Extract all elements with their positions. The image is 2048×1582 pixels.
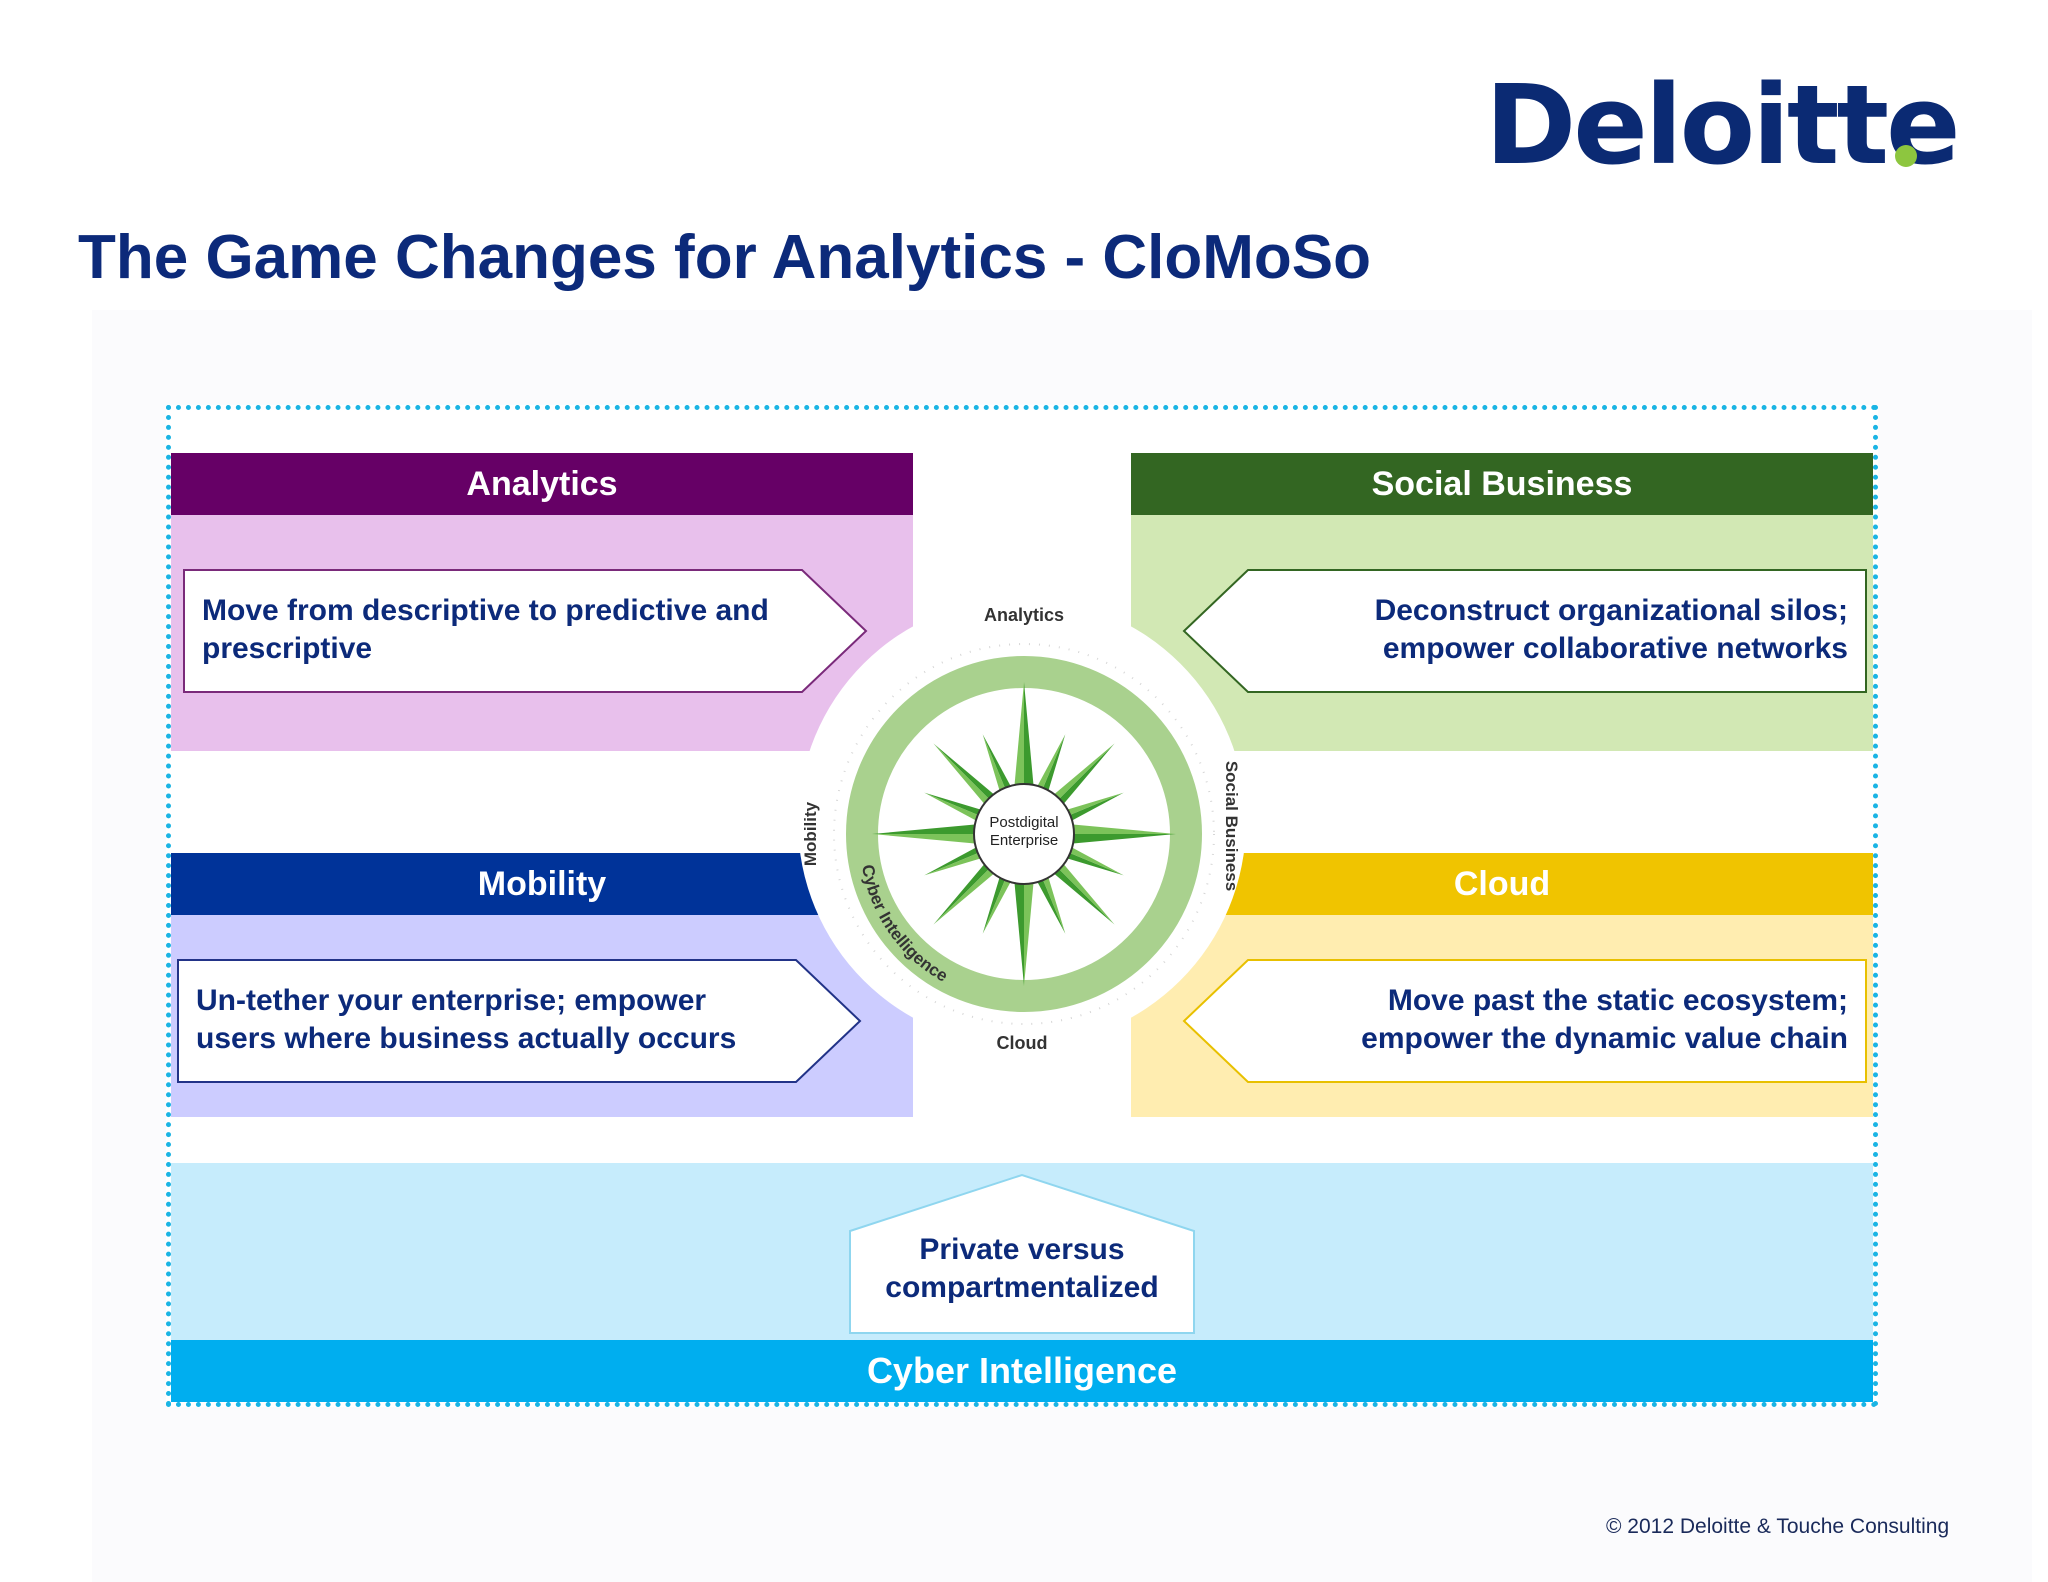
cloud-text-line1: Move past the static ecosystem; bbox=[1387, 984, 1848, 1017]
compass-label-social: Social Business bbox=[1222, 761, 1241, 891]
compass-center-line1: Postdigital bbox=[989, 814, 1058, 831]
compass-label-cloud: Cloud bbox=[997, 1033, 1048, 1053]
analytics-text-line1: Move from descriptive to predictive and bbox=[202, 594, 769, 627]
analytics-arrow-box: Move from descriptive to predictive and … bbox=[182, 568, 868, 694]
analytics-heading: Analytics bbox=[171, 453, 913, 515]
compass-center-line2: Enterprise bbox=[990, 832, 1058, 849]
social-text-line1: Deconstruct organizational silos; bbox=[1374, 594, 1848, 627]
mobility-text-line2: users where business actually occurs bbox=[196, 1022, 737, 1055]
cloud-arrow-box: Move past the static ecosystem; empower … bbox=[1182, 958, 1868, 1084]
mobility-heading: Mobility bbox=[171, 853, 913, 915]
cyber-intelligence-heading: Cyber Intelligence bbox=[171, 1340, 1873, 1402]
cloud-text-line2: empower the dynamic value chain bbox=[1361, 1022, 1848, 1055]
cyber-text-line2: compartmentalized bbox=[885, 1271, 1159, 1304]
cyber-text-line1: Private versus bbox=[919, 1233, 1125, 1266]
cloud-heading: Cloud bbox=[1131, 853, 1873, 915]
mobility-arrow-box: Un-tether your enterprise; empower users… bbox=[176, 958, 862, 1084]
mobility-text-line1: Un-tether your enterprise; empower bbox=[196, 984, 707, 1017]
page-title: The Game Changes for Analytics - CloMoSo bbox=[78, 223, 1372, 292]
compass-label-mobility: Mobility bbox=[801, 801, 820, 866]
cyber-arrow-box: Private versus compartmentalized bbox=[848, 1173, 1196, 1335]
logo-dot bbox=[1895, 145, 1917, 167]
social-text-line2: empower collaborative networks bbox=[1382, 632, 1848, 665]
deloitte-logo: Deloitte bbox=[1485, 61, 1961, 189]
compass-graphic: Postdigital Enterprise Analytics Cloud M… bbox=[801, 605, 1241, 1053]
social-business-heading: Social Business bbox=[1131, 453, 1873, 515]
social-arrow-box: Deconstruct organizational silos; empowe… bbox=[1182, 568, 1868, 694]
copyright-text: © 2012 Deloitte & Touche Consulting bbox=[1606, 1515, 1950, 1538]
compass-label-analytics: Analytics bbox=[984, 605, 1064, 625]
analytics-text-line2: prescriptive bbox=[202, 632, 373, 665]
